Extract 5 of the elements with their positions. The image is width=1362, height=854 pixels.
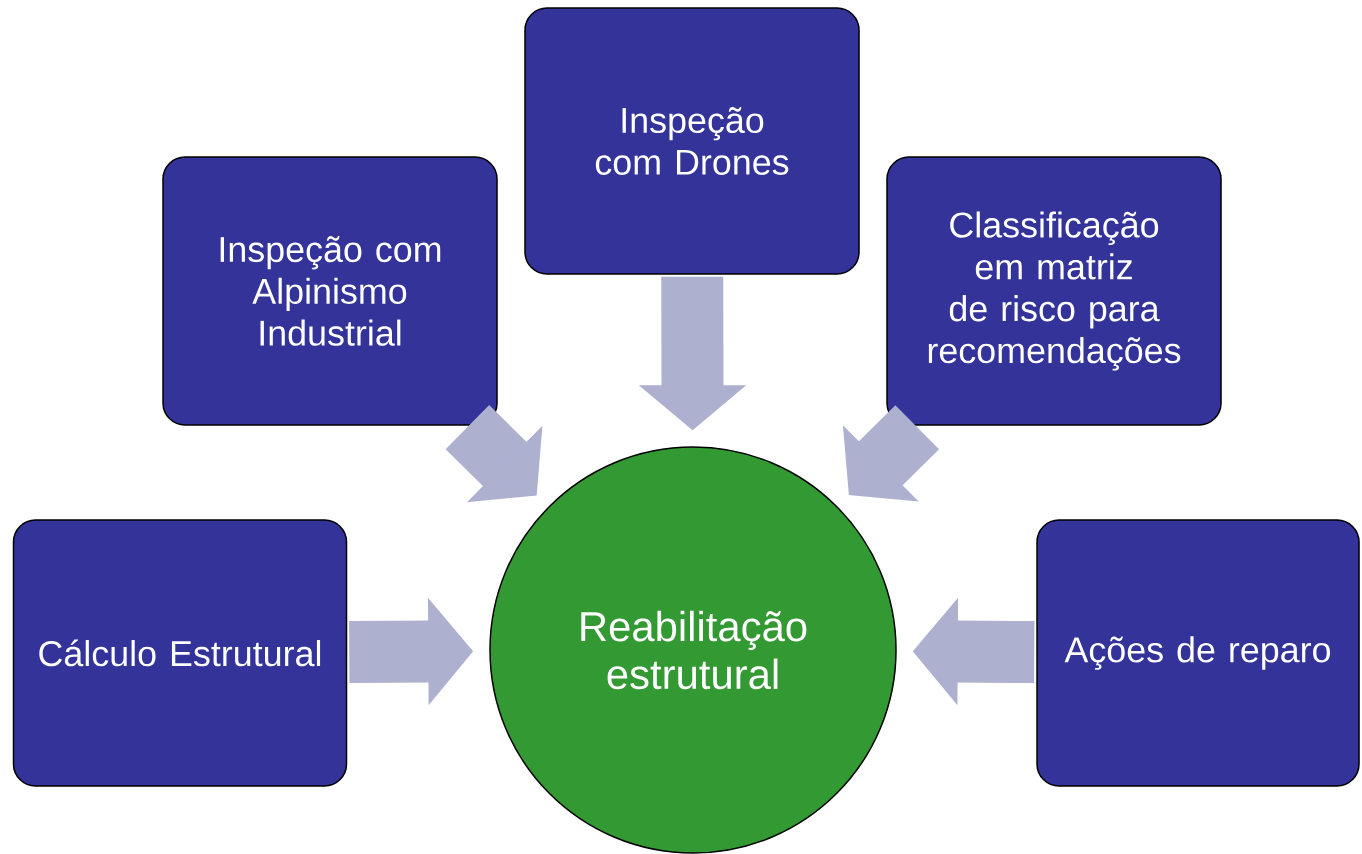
process-box: Inspeção com Drones — [524, 7, 860, 275]
process-box: Ações de reparo — [1036, 519, 1360, 787]
process-box: Inspeção com Alpinismo Industrial — [162, 156, 498, 426]
process-box: Classificação em matriz de risco para recomendações — [886, 156, 1222, 426]
process-box: Cálculo Estrutural — [12, 519, 348, 787]
